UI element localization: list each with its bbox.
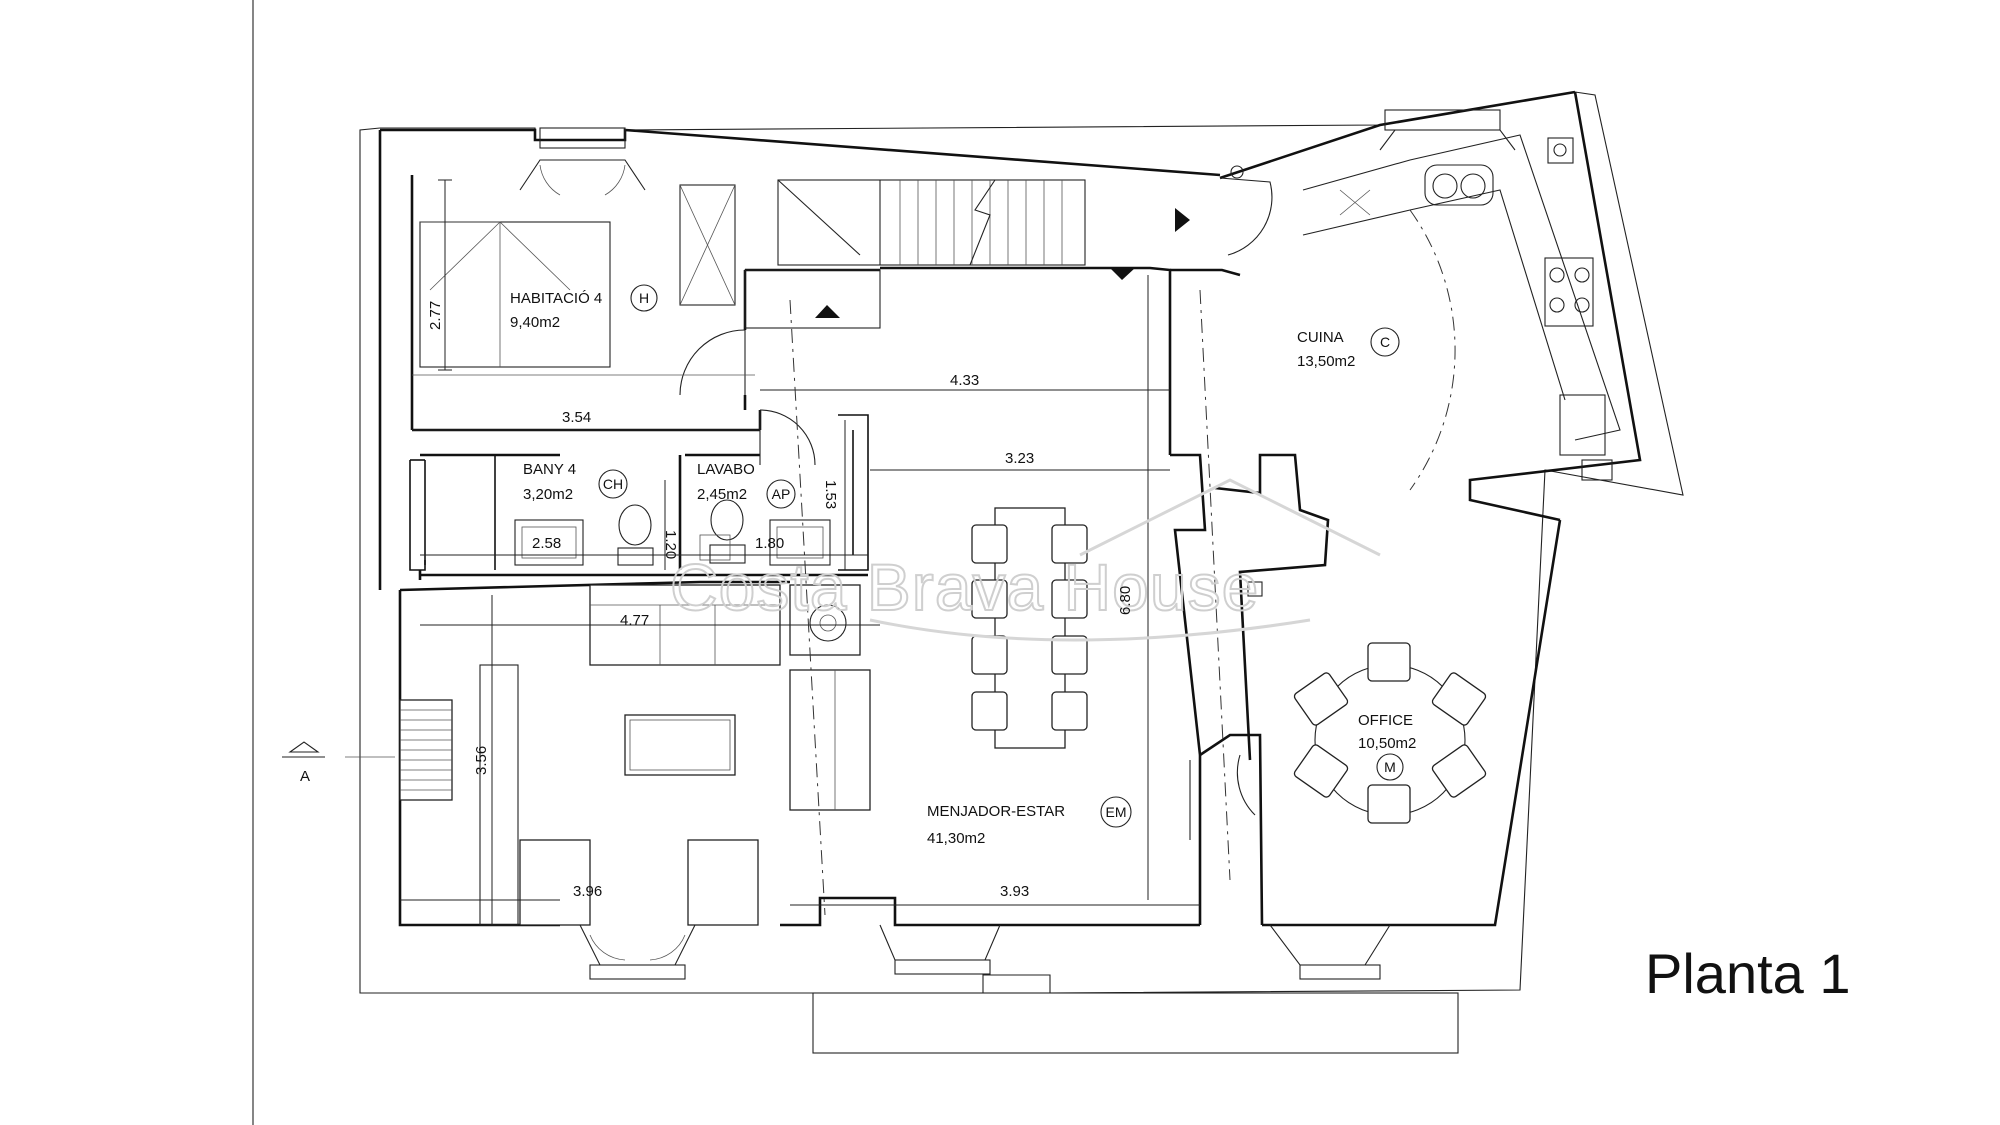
living-furniture [399, 584, 871, 926]
room-area: 41,30m2 [927, 830, 985, 847]
dim-label: 4.33 [950, 372, 979, 389]
dim-label: 3.23 [1005, 450, 1034, 467]
room-name: CUINA [1297, 329, 1344, 346]
watermark: Costa Brava House [669, 478, 1381, 642]
dim-label: 3.93 [1000, 883, 1029, 900]
dining-set [971, 507, 1088, 749]
dimension-lines [400, 179, 1200, 925]
room-area: 2,45m2 [697, 486, 747, 503]
room-code: CH [603, 476, 623, 492]
dim-label: 3.54 [562, 409, 591, 426]
room-area: 13,50m2 [1297, 353, 1355, 370]
room-name: LAVABO [697, 461, 755, 478]
room-labels: HABITACIÓ 4 9,40m2 H BANY 4 3,20m2 CH LA… [510, 284, 1416, 847]
doors [679, 165, 1273, 816]
bedroom-furniture [419, 184, 736, 368]
room-habitacio-4: HABITACIÓ 4 9,40m2 H [510, 284, 658, 331]
dim-label: 2.58 [532, 535, 561, 552]
room-code: EM [1106, 804, 1127, 820]
dim-label: 3.96 [573, 883, 602, 900]
exterior-walls [378, 90, 1642, 927]
room-menjador-estar: MENJADOR-ESTAR 41,30m2 EM [927, 796, 1132, 847]
watermark-text: Costa Brava House [670, 550, 1259, 624]
section-marker: A [282, 741, 395, 785]
office-table-set [1247, 581, 1487, 824]
staircase [744, 179, 1135, 329]
room-code: AP [772, 486, 791, 502]
room-bany-4: BANY 4 3,20m2 CH [523, 461, 628, 503]
room-area: 10,50m2 [1358, 735, 1416, 752]
dim-label: 4.77 [620, 612, 649, 629]
room-area: 3,20m2 [523, 486, 573, 503]
dim-label: 2.77 [427, 301, 444, 330]
dim-label: 1.80 [755, 535, 784, 552]
plan-title: Planta 1 [1645, 942, 1851, 1005]
dim-label: 6.80 [1117, 586, 1134, 615]
room-name: HABITACIÓ 4 [510, 290, 602, 307]
windows [519, 109, 1516, 1054]
room-name: OFFICE [1358, 712, 1413, 729]
kitchen-counter [1302, 134, 1621, 491]
room-area: 9,40m2 [510, 314, 560, 331]
room-cuina: CUINA 13,50m2 C [1297, 327, 1400, 370]
room-code: H [639, 290, 649, 306]
room-office: OFFICE 10,50m2 M [1358, 712, 1416, 781]
dimension-labels: 2.77 3.54 4.33 3.23 1.20 1.53 2.58 1.80 … [427, 301, 1134, 900]
centerlines [789, 289, 1231, 916]
bathroom-fixtures [514, 499, 831, 566]
room-code: C [1380, 334, 1390, 350]
balcony [812, 992, 1459, 1054]
dim-label: 1.20 [662, 530, 679, 559]
room-lavabo: LAVABO 2,45m2 AP [697, 461, 796, 509]
section-marker-label: A [300, 768, 310, 785]
room-name: BANY 4 [523, 461, 576, 478]
room-name: MENJADOR-ESTAR [927, 803, 1065, 820]
dim-label: 3.56 [473, 746, 490, 775]
dim-label: 1.53 [822, 480, 839, 509]
room-code: M [1384, 759, 1396, 775]
